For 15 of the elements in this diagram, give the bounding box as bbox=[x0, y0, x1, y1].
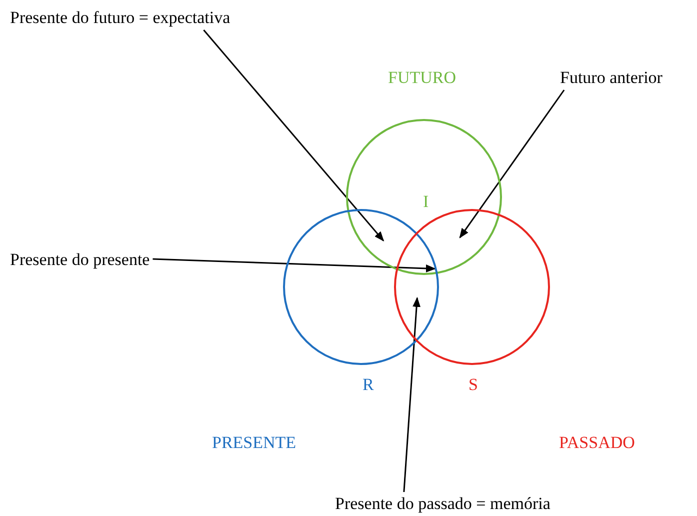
callout-text: Presente do passado = memória bbox=[335, 494, 550, 514]
venn-circle bbox=[346, 119, 502, 275]
circle-letter: I bbox=[423, 192, 429, 212]
callout-text: Futuro anterior bbox=[560, 68, 662, 88]
tense-label: PASSADO bbox=[559, 433, 635, 453]
leader-arrow bbox=[459, 90, 565, 238]
leader-arrow bbox=[152, 258, 436, 272]
tense-label: PRESENTE bbox=[212, 433, 296, 453]
leader-arrow bbox=[403, 296, 421, 492]
circle-letter: R bbox=[362, 375, 374, 395]
callout-text: Presente do futuro = expectativa bbox=[10, 8, 230, 28]
tense-label: FUTURO bbox=[388, 68, 456, 88]
callout-text: Presente do presente bbox=[10, 250, 150, 270]
circle-letter: S bbox=[468, 375, 478, 395]
leader-arrow bbox=[203, 30, 384, 242]
